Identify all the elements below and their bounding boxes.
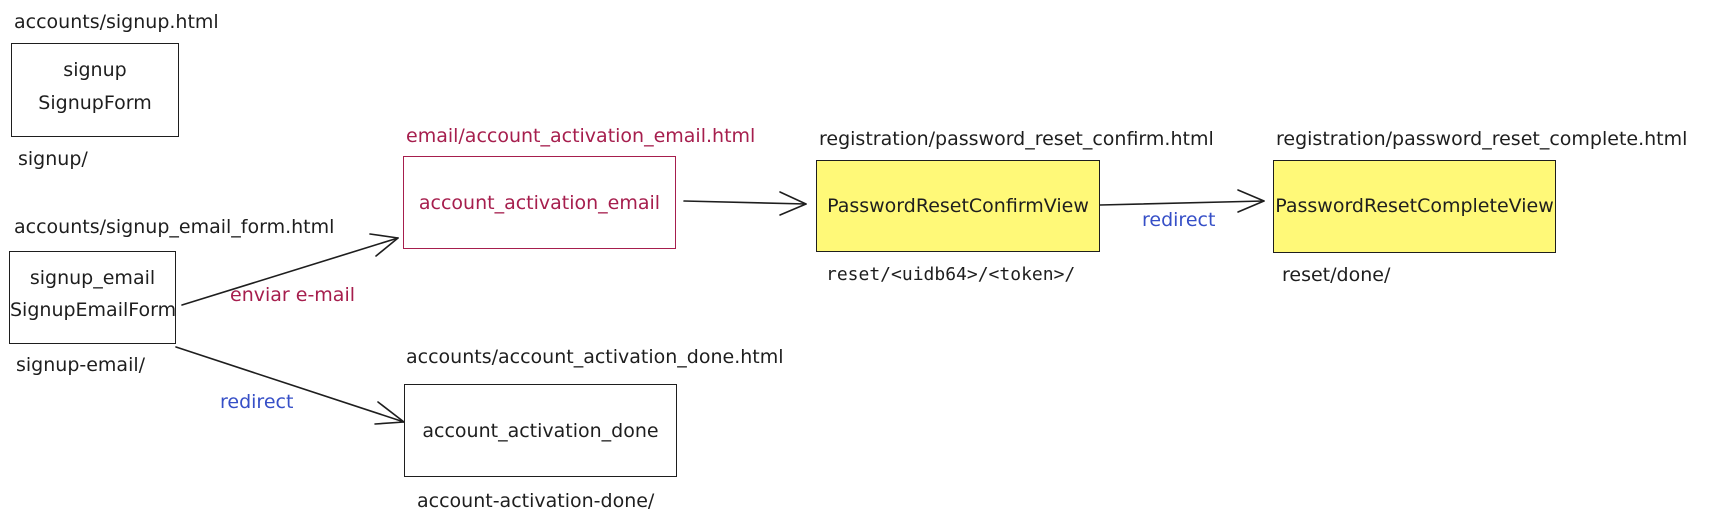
signup-view-name: signup [63, 59, 127, 81]
redirect-edge-label: redirect [220, 391, 294, 413]
send-email-edge-label: enviar e-mail [230, 284, 356, 306]
signup-email-template-label: accounts/signup_email_form.html [14, 216, 335, 238]
activation-email-template-label: email/account_activation_email.html [406, 125, 756, 147]
arrowhead-to-reset-confirm [779, 191, 807, 216]
arrow-to-reset-confirm [683, 200, 807, 205]
signup-view-box[interactable]: signup SignupForm [11, 43, 179, 137]
signup-email-form-name: SignupEmailForm [10, 299, 177, 321]
reset-complete-url-label: reset/done/ [1282, 264, 1391, 286]
reset-complete-view-name: PasswordResetCompleteView [1275, 195, 1554, 217]
reset-confirm-view-box[interactable]: PasswordResetConfirmView [816, 160, 1100, 252]
activation-done-view-box[interactable]: account_activation_done [404, 384, 677, 477]
redirect-edge-label-2: redirect [1142, 209, 1216, 231]
reset-confirm-template-label: registration/password_reset_confirm.html [819, 128, 1214, 150]
arrowhead-send-email [369, 233, 399, 257]
signup-email-view-box[interactable]: signup_email SignupEmailForm [9, 251, 176, 344]
signup-email-url-label: signup-email/ [16, 354, 146, 376]
reset-complete-view-box[interactable]: PasswordResetCompleteView [1273, 160, 1556, 253]
activation-email-view-name: account_activation_email [418, 192, 661, 214]
reset-complete-template-label: registration/password_reset_complete.htm… [1276, 128, 1688, 150]
signup-form-name: SignupForm [38, 92, 152, 114]
reset-confirm-view-name: PasswordResetConfirmView [827, 195, 1089, 217]
activation-email-view-box[interactable]: account_activation_email [403, 156, 676, 249]
activation-done-url-label: account-activation-done/ [417, 490, 655, 512]
arrowhead-redirect-complete [1237, 189, 1265, 213]
reset-confirm-url-label: reset/<uidb64>/<token>/ [826, 264, 1076, 285]
activation-done-template-label: accounts/account_activation_done.html [406, 346, 784, 368]
signup-template-label: accounts/signup.html [14, 11, 219, 33]
arrow-redirect-complete [1099, 200, 1265, 206]
arrow-redirect-done [175, 346, 405, 423]
arrow-send-email [181, 237, 399, 306]
signup-email-view-name: signup_email [29, 267, 156, 289]
activation-done-view-name: account_activation_done [422, 420, 659, 442]
signup-url-label: signup/ [18, 148, 88, 170]
